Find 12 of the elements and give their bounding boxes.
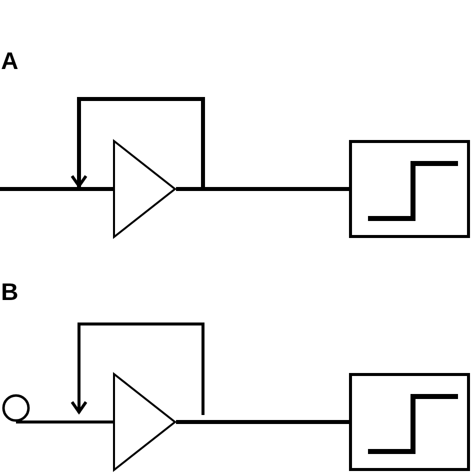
amplifier-triangle xyxy=(113,140,176,238)
feedback-arrow xyxy=(70,322,204,415)
panel-label: A xyxy=(1,50,18,74)
function-block xyxy=(349,373,470,471)
signal-line xyxy=(0,187,113,191)
circle-symbol xyxy=(2,394,30,422)
feedback-arrow xyxy=(70,97,205,191)
function-block xyxy=(349,140,470,238)
signal-line xyxy=(176,420,349,424)
amplifier-triangle xyxy=(113,373,176,471)
panel-label: B xyxy=(1,281,18,305)
signal-line xyxy=(16,420,113,424)
